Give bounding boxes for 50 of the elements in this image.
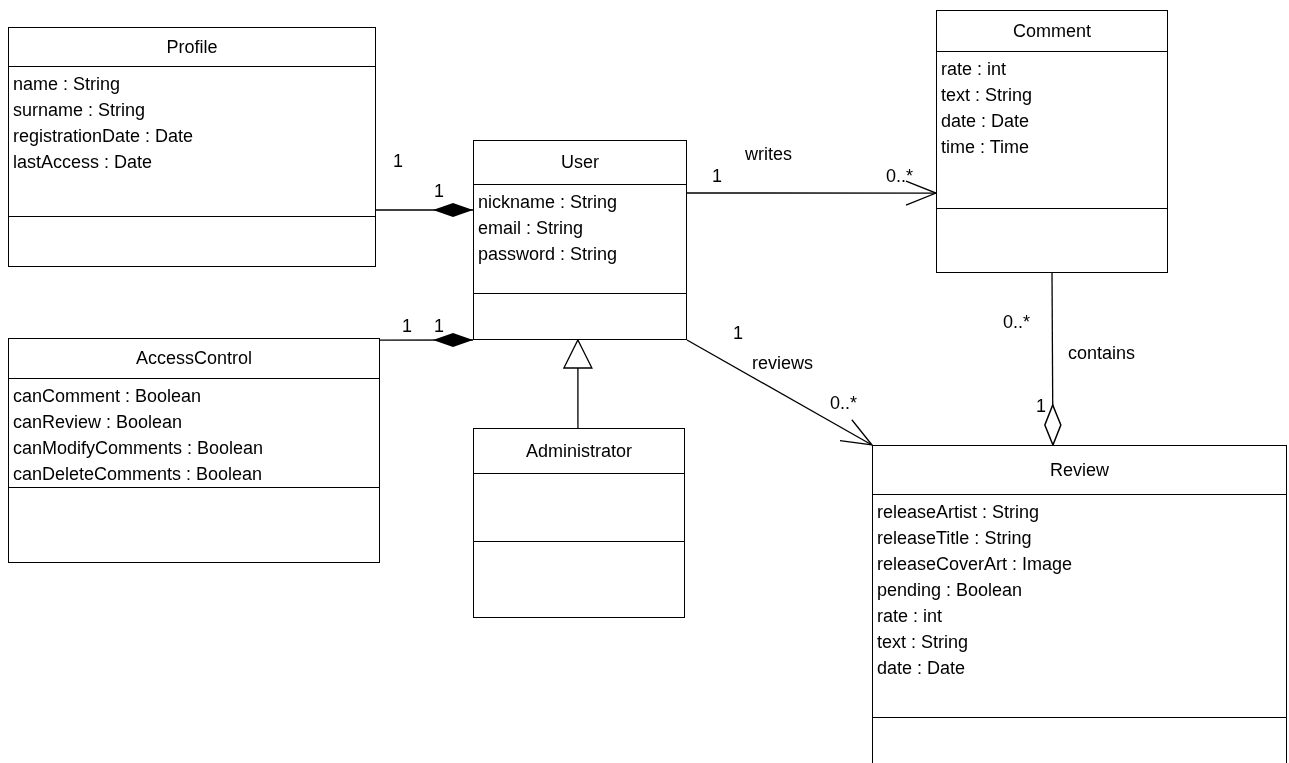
attribute-text: registrationDate : Date: [13, 125, 195, 148]
multiplicity-label: 0..*: [886, 165, 914, 187]
attribute-text: password : String: [478, 243, 619, 266]
association-arrow: [686, 339, 873, 446]
generalization-arrow: [563, 339, 593, 429]
attribute-text: time : Time: [941, 136, 1030, 159]
multiplicity-label: 1: [434, 315, 444, 337]
multiplicity-label: 1: [402, 315, 412, 337]
class-name: Profile: [166, 35, 218, 59]
attribute-text: releaseArtist : String: [877, 501, 1041, 524]
class-name: AccessControl: [135, 347, 252, 370]
multiplicity-label: 0..*: [1003, 311, 1031, 333]
attribute-text: date : Date: [941, 110, 1031, 133]
attribute-text: rate : int: [877, 605, 944, 628]
multiplicity-label: 1: [712, 165, 722, 187]
attribute-text: email : String: [478, 217, 585, 240]
class-box: [8, 27, 376, 267]
attribute-text: releaseCoverArt : Image: [877, 553, 1074, 576]
class-box: [936, 10, 1168, 273]
multiplicity-label: 1: [1036, 395, 1046, 417]
class-box: [872, 445, 1287, 763]
attribute-text: surname : String: [13, 99, 147, 122]
attribute-text: canDeleteComments : Boolean: [13, 463, 264, 486]
class-box: [8, 338, 380, 563]
multiplicity-label: 0..*: [830, 392, 858, 414]
attribute-text: rate : int: [941, 58, 1008, 81]
attribute-text: pending : Boolean: [877, 579, 1024, 602]
class-name: Administrator: [526, 439, 632, 463]
attribute-text: text : String: [941, 84, 1034, 107]
attribute-text: canComment : Boolean: [13, 385, 203, 408]
multiplicity-label: 1: [434, 180, 444, 202]
attribute-text: canModifyComments : Boolean: [13, 437, 265, 460]
aggregation-line: [1044, 272, 1062, 446]
class-name: User: [561, 151, 599, 174]
class-name: Review: [1050, 458, 1109, 482]
attribute-text: name : String: [13, 73, 122, 96]
attribute-text: date : Date: [877, 657, 967, 680]
attribute-text: text : String: [877, 631, 970, 654]
attribute-text: releaseTitle : String: [877, 527, 1033, 550]
composition-line: [379, 333, 474, 347]
multiplicity-label: 1: [393, 150, 403, 172]
class-name: Comment: [1013, 19, 1091, 43]
multiplicity-label: 1: [733, 322, 743, 344]
class-box: [473, 140, 687, 340]
attribute-text: nickname : String: [478, 191, 619, 214]
attribute-text: canReview : Boolean: [13, 411, 184, 434]
attribute-text: lastAccess : Date: [13, 151, 154, 174]
class-box: [473, 428, 685, 618]
composition-line: [375, 203, 474, 217]
association-arrow: [686, 180, 937, 206]
